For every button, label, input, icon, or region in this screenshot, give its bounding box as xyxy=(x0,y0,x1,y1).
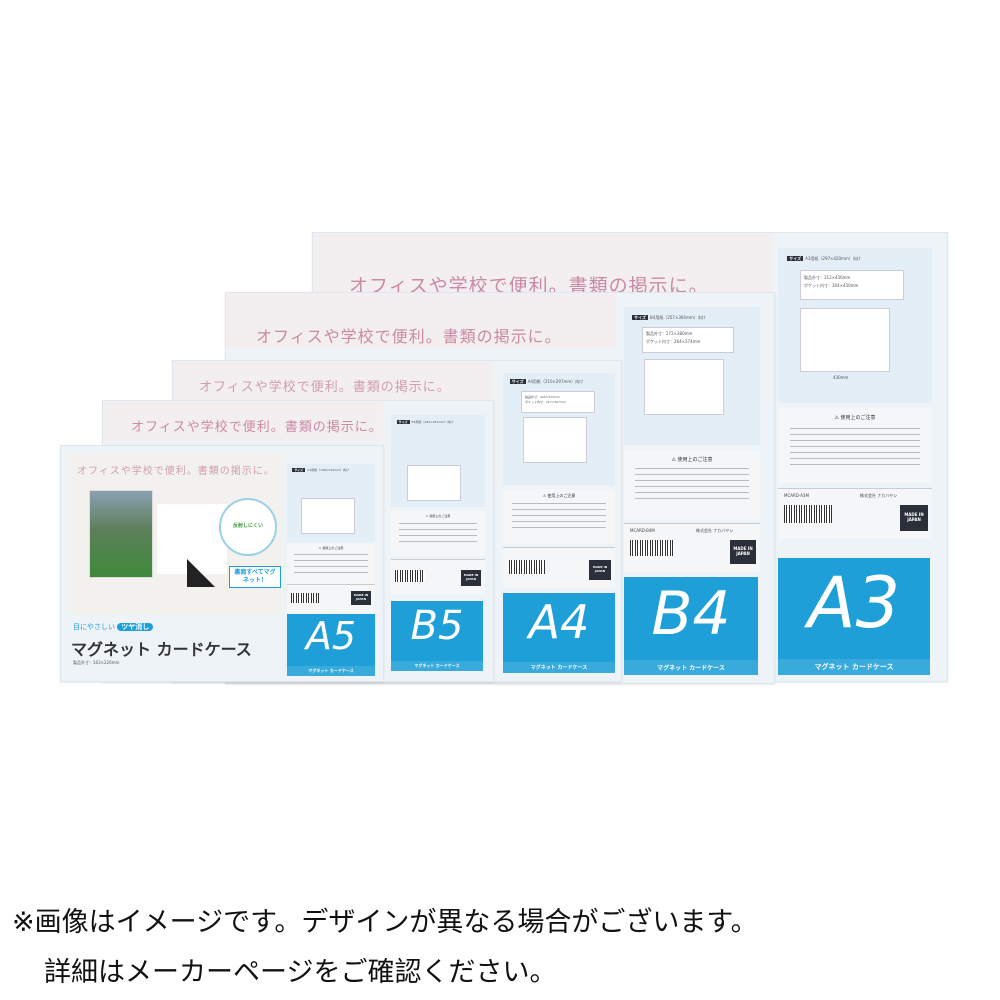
b4-dim-box: 製品外寸：272×380mm ポケット内寸：264×374mm xyxy=(642,327,734,353)
b4-info-block: MCARD-B4M 株式会社 ナカバヤシ MADE IN JAPAN xyxy=(624,523,760,572)
b4-made-in-japan: MADE IN JAPAN xyxy=(730,540,756,564)
a3-width-label: 430mm xyxy=(833,375,849,380)
a5-magnet-corner xyxy=(187,559,215,587)
a5-feature-callout: 反射しにくい xyxy=(233,523,263,529)
a3-dim-box: 製品外寸：312×436mm ポケット内寸：304×430mm xyxy=(800,270,904,300)
a5-tagline-badge: ツヤ消し xyxy=(117,623,154,631)
a4-info-block: MADE IN JAPAN xyxy=(503,547,615,588)
a3-made-in-japan: MADE IN JAPAN xyxy=(900,505,928,531)
b4-slogan: オフィスや学校で便利。書類の掲示に。 xyxy=(256,327,562,346)
a5-size-label: A5 xyxy=(305,614,357,658)
a3-size-label: A3 xyxy=(807,562,901,644)
a5-front-face: オフィスや学校で便利。書類の掲示に。 反射しにくい 裏面すべてマグネット！ xyxy=(69,454,281,614)
a4-product-name: マグネット カードケース xyxy=(503,662,615,673)
a3-info-block: MCARD-A3M 株式会社 ナカバヤシ MADE IN JAPAN xyxy=(778,488,932,539)
a3-outer-dim: 製品外寸：312×436mm xyxy=(804,275,851,280)
a3-product-code: MCARD-A3M xyxy=(784,493,809,498)
a5-tagline-prefix: 目にやさしい xyxy=(73,623,115,631)
b5-barcode xyxy=(395,570,425,582)
a5-made-in-japan: MADE IN JAPAN xyxy=(351,591,371,605)
a5-product-title: マグネット カードケース xyxy=(71,640,252,659)
a3-size-badge: A3 マグネット カードケース xyxy=(778,558,930,675)
a3-product-name: マグネット カードケース xyxy=(778,659,930,675)
b4-outer-dim: 製品外寸：272×380mm xyxy=(646,331,693,336)
a5-tagline: 目にやさしい ツヤ消し xyxy=(73,622,154,632)
a5-diagram xyxy=(301,498,355,534)
disclaimer-line-2: 詳細はメーカーページをご確認ください。 xyxy=(44,957,557,988)
b5-product-name: マグネット カードケース xyxy=(391,661,483,671)
b5-slogan: オフィスや学校で便利。書類の掲示に。 xyxy=(131,420,383,435)
a3-warning-title: ⚠ 使用上のご注意 xyxy=(834,415,876,421)
b4-slogan-strip xyxy=(226,293,616,348)
disclaimer-line-1: ※画像はイメージです。デザインが異なる場合がございます。 xyxy=(12,907,758,938)
a3-maker: 株式会社 ナカバヤシ xyxy=(860,493,898,498)
b5-size-label: B5 xyxy=(410,603,464,649)
a5-notes: ⚠ 使用上のご注意 xyxy=(287,544,375,584)
b4-product-name: マグネット カードケース xyxy=(624,660,758,675)
a5-info-block: MADE IN JAPAN xyxy=(287,584,375,613)
a4-made-in-japan: MADE IN JAPAN xyxy=(589,560,611,580)
b4-warning-title: ⚠ 使用上のご注意 xyxy=(671,457,713,463)
b4-barcode xyxy=(630,540,674,556)
a3-diagram xyxy=(800,308,890,372)
a5-warning-title: ⚠ 使用上のご注意 xyxy=(318,546,344,550)
a5-photo xyxy=(89,490,153,578)
a4-notes: ⚠ 使用上のご注意 xyxy=(503,489,615,544)
a4-dim-box: 製品外寸：225×313mm ポケット内寸：217×307mm xyxy=(521,391,595,413)
a4-slogan: オフィスや学校で便利。書類の掲示に。 xyxy=(199,380,451,395)
b4-maker: 株式会社 ナカバヤシ xyxy=(696,528,734,533)
a4-warning-title: ⚠ 使用上のご注意 xyxy=(542,493,576,498)
a4-diagram xyxy=(523,417,587,463)
a3-notes: ⚠ 使用上のご注意 xyxy=(778,408,932,483)
b4-size-label: B4 xyxy=(651,579,731,649)
a5-feature-circle: 反射しにくい xyxy=(219,498,277,556)
a3-slogan-strip xyxy=(313,233,773,293)
b4-size-badge: B4 マグネット カードケース xyxy=(624,577,758,675)
a5-product-dim: 製品外寸：163×226mm xyxy=(73,660,120,665)
b5-info-block: MADE IN JAPAN xyxy=(391,559,485,594)
a4-size-label: A4 xyxy=(528,595,590,649)
a5-product-name: マグネット カードケース xyxy=(287,666,375,676)
a5-barcode xyxy=(291,593,319,603)
b5-notes: ⚠ 使用上のご注意 xyxy=(391,511,485,556)
b5-size-badge: B5 マグネット カードケース xyxy=(391,601,483,671)
b4-product-code: MCARD-B4M xyxy=(630,528,655,533)
b5-slogan-strip xyxy=(103,401,383,441)
b4-notes: ⚠ 使用上のご注意 xyxy=(624,450,760,520)
b5-diagram xyxy=(407,465,461,501)
a3-pocket-dim: ポケット内寸：304×430mm xyxy=(804,283,859,288)
a3-barcode xyxy=(784,505,832,523)
a3-slogan: オフィスや学校で便利。書類の掲示に。 xyxy=(349,275,709,297)
a5-magnet-callout: 裏面すべてマグネット！ xyxy=(229,566,281,588)
a5-size-badge: A5 マグネット カードケース xyxy=(287,614,375,676)
a4-outer-dim: 製品外寸：225×313mm xyxy=(525,395,560,399)
b4-pocket-dim: ポケット内寸：264×374mm xyxy=(646,339,701,344)
a5-card: オフィスや学校で便利。書類の掲示に。 反射しにくい 裏面すべてマグネット！ 目に… xyxy=(60,445,384,682)
b5-warning-title: ⚠ 使用上のご注意 xyxy=(425,514,451,518)
a4-slogan-strip xyxy=(173,361,493,401)
a4-size-badge: A4 マグネット カードケース xyxy=(503,593,615,673)
a4-barcode xyxy=(509,560,545,574)
a5-slogan: オフィスや学校で便利。書類の掲示に。 xyxy=(77,466,275,477)
b4-diagram xyxy=(644,359,724,415)
a4-pocket-dim: ポケット内寸：217×307mm xyxy=(525,400,566,404)
b5-made-in-japan: MADE IN JAPAN xyxy=(461,570,481,586)
